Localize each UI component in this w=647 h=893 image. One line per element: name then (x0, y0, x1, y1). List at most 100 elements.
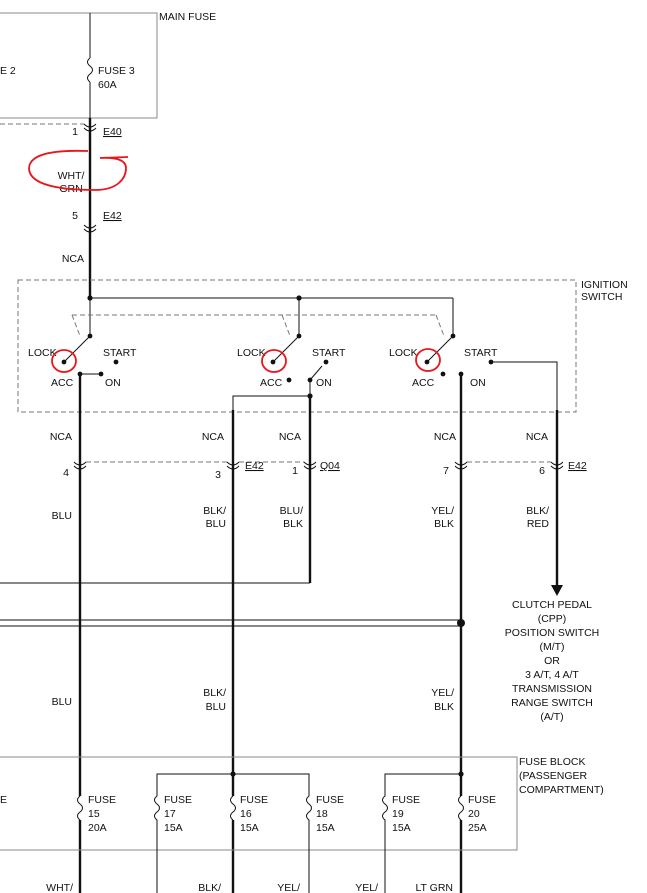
nca-label-c: NCA (279, 431, 301, 443)
red-annotation-lock-3 (415, 348, 441, 372)
fuse-3-rating: 60A (98, 79, 117, 91)
fuse-15-rating: 20A (88, 822, 107, 834)
connector-e42-a-label: E42 (245, 460, 264, 472)
clutch-line-7: TRANSMISSION (512, 683, 592, 695)
start-label-2: START (312, 347, 346, 359)
fuse-20-num: 20 (468, 808, 480, 820)
fuse-17-num: 17 (164, 808, 176, 820)
clutch-arrow (551, 585, 563, 596)
fuse-18-name: FUSE (316, 794, 344, 806)
wire-blk-blu-mid-1: BLK/ (203, 505, 226, 517)
fuse-17-name: FUSE (164, 794, 192, 806)
bottom-wire-3: YEL/ (277, 882, 300, 893)
fuse-20-name: FUSE (468, 794, 496, 806)
clutch-line-9: (A/T) (540, 711, 563, 723)
main-fuse-box: MAIN FUSE E 2 FUSE 3 60A (0, 11, 216, 119)
wire-blk-red-2: RED (527, 518, 550, 530)
bottom-wire-2: BLK/ (198, 882, 221, 893)
clutch-line-3: POSITION SWITCH (505, 627, 600, 639)
fuse-partial-label: E 2 (0, 65, 16, 77)
fuse-16-name: FUSE (240, 794, 268, 806)
pin-3-label: 3 (215, 469, 221, 481)
clutch-line-5: OR (544, 655, 560, 667)
wire-blk-blu-mid-2: BLU (206, 518, 226, 530)
mid-wire-labels: BLU BLK/ BLU BLU/ BLK YEL/ BLK BLK/ RED (52, 505, 550, 530)
fuse-17-symbol (154, 793, 160, 893)
clutch-line-8: RANGE SWITCH (511, 697, 593, 709)
wire-blu-blk-mid-2: BLK (283, 518, 303, 530)
fuse-19-rating: 15A (392, 822, 411, 834)
bottom-wire-5: LT GRN (415, 882, 453, 893)
fuse-18-rating: 15A (316, 822, 335, 834)
ignition-switch: IGNITION SWITCH LOCK START ACC ON (17, 279, 628, 413)
fuse-16-num: 16 (240, 808, 252, 820)
wire-nca-label: NCA (62, 253, 84, 265)
ignition-title-line2: SWITCH (581, 291, 622, 303)
fuse-block-title-1: FUSE BLOCK (519, 756, 586, 768)
lock-label-3: LOCK (389, 347, 418, 359)
ignition-contact-1: LOCK START ACC ON (28, 314, 150, 389)
wire-color-line1: WHT/ (58, 170, 85, 182)
pin-5-label: 5 (72, 210, 78, 222)
start-label-1: START (103, 347, 137, 359)
wire-blk-red-1: BLK/ (526, 505, 549, 517)
nca-label-e: NCA (526, 431, 548, 443)
lower-wire-labels: BLU BLK/ BLU YEL/ BLK (52, 687, 455, 713)
on-label-3: ON (470, 377, 486, 389)
pin-1-label: 1 (72, 126, 78, 138)
start-label-3: START (464, 347, 498, 359)
ignition-title-line1: IGNITION (581, 279, 628, 291)
clutch-line-4: (M/T) (539, 641, 564, 653)
clutch-line-6: 3 A/T, 4 A/T (525, 669, 579, 681)
wire-blk-blu-low-2: BLU (206, 701, 226, 713)
red-annotation-lock-1 (51, 349, 77, 373)
main-fuse-title: MAIN FUSE (159, 11, 216, 23)
fuse-18-symbol (306, 793, 312, 893)
lock-label-1: LOCK (28, 347, 57, 359)
pin-4-label: 4 (63, 467, 69, 479)
nca-label-b: NCA (202, 431, 224, 443)
fuse-19-symbol (382, 793, 388, 893)
wire-yel-blk-low-2: BLK (434, 701, 454, 713)
wire-wht-grn: WHT/ GRN (28, 149, 129, 195)
fuse-15-name: FUSE (88, 794, 116, 806)
pin-1-q04-label: 1 (292, 465, 298, 477)
red-annotation-lock-2 (261, 349, 287, 373)
fuse-20-rating: 25A (468, 822, 487, 834)
bottom-wire-labels: WHT/ BLK/ YEL/ YEL/ LT GRN (46, 882, 453, 893)
clutch-line-1: CLUTCH PEDAL (512, 599, 592, 611)
lock-label-2: LOCK (237, 347, 266, 359)
connector-q04-label: Q04 (320, 460, 340, 472)
red-annotation-circle (28, 149, 129, 191)
acc-label-2: ACC (260, 377, 283, 389)
connector-e42-b-label: E42 (568, 460, 587, 472)
fuse-17-rating: 15A (164, 822, 183, 834)
connector-e40: 1 E40 (72, 118, 122, 298)
wire-yel-blk-mid-2: BLK (434, 518, 454, 530)
wire-blu-low: BLU (52, 696, 72, 708)
fuse-block: FUSE BLOCK (PASSENGER COMPARTMENT) E FUS… (0, 756, 604, 893)
on-label-1: ON (105, 377, 121, 389)
acc-label-1: ACC (51, 377, 74, 389)
fuse-18-num: 18 (316, 808, 328, 820)
fuse-19-name: FUSE (392, 794, 420, 806)
fuse-3-name: FUSE 3 (98, 65, 135, 77)
wire-yel-blk-low-1: YEL/ (431, 687, 454, 699)
fuse-16-rating: 15A (240, 822, 259, 834)
bottom-wire-4: YEL/ (355, 882, 378, 893)
wire-blk-blu-low-1: BLK/ (203, 687, 226, 699)
acc-label-3: ACC (412, 377, 435, 389)
pin-7-label: 7 (443, 465, 449, 477)
fuse-block-partial: E (0, 794, 7, 806)
connector-e42-top: 5 E42 NCA (62, 210, 122, 265)
clutch-line-2: (CPP) (538, 613, 567, 625)
wire-blu-mid: BLU (52, 510, 72, 522)
fuse-block-title-2: (PASSENGER (519, 770, 587, 782)
fuse-block-title-3: COMPARTMENT) (519, 784, 604, 796)
pin-6-label: 6 (539, 465, 545, 477)
ignition-contact-2: LOCK START ACC ON (237, 314, 346, 389)
on-label-2: ON (316, 377, 332, 389)
wire-yel-blk-mid-1: YEL/ (431, 505, 454, 517)
ignition-contact-3: LOCK START ACC ON (150, 314, 498, 389)
